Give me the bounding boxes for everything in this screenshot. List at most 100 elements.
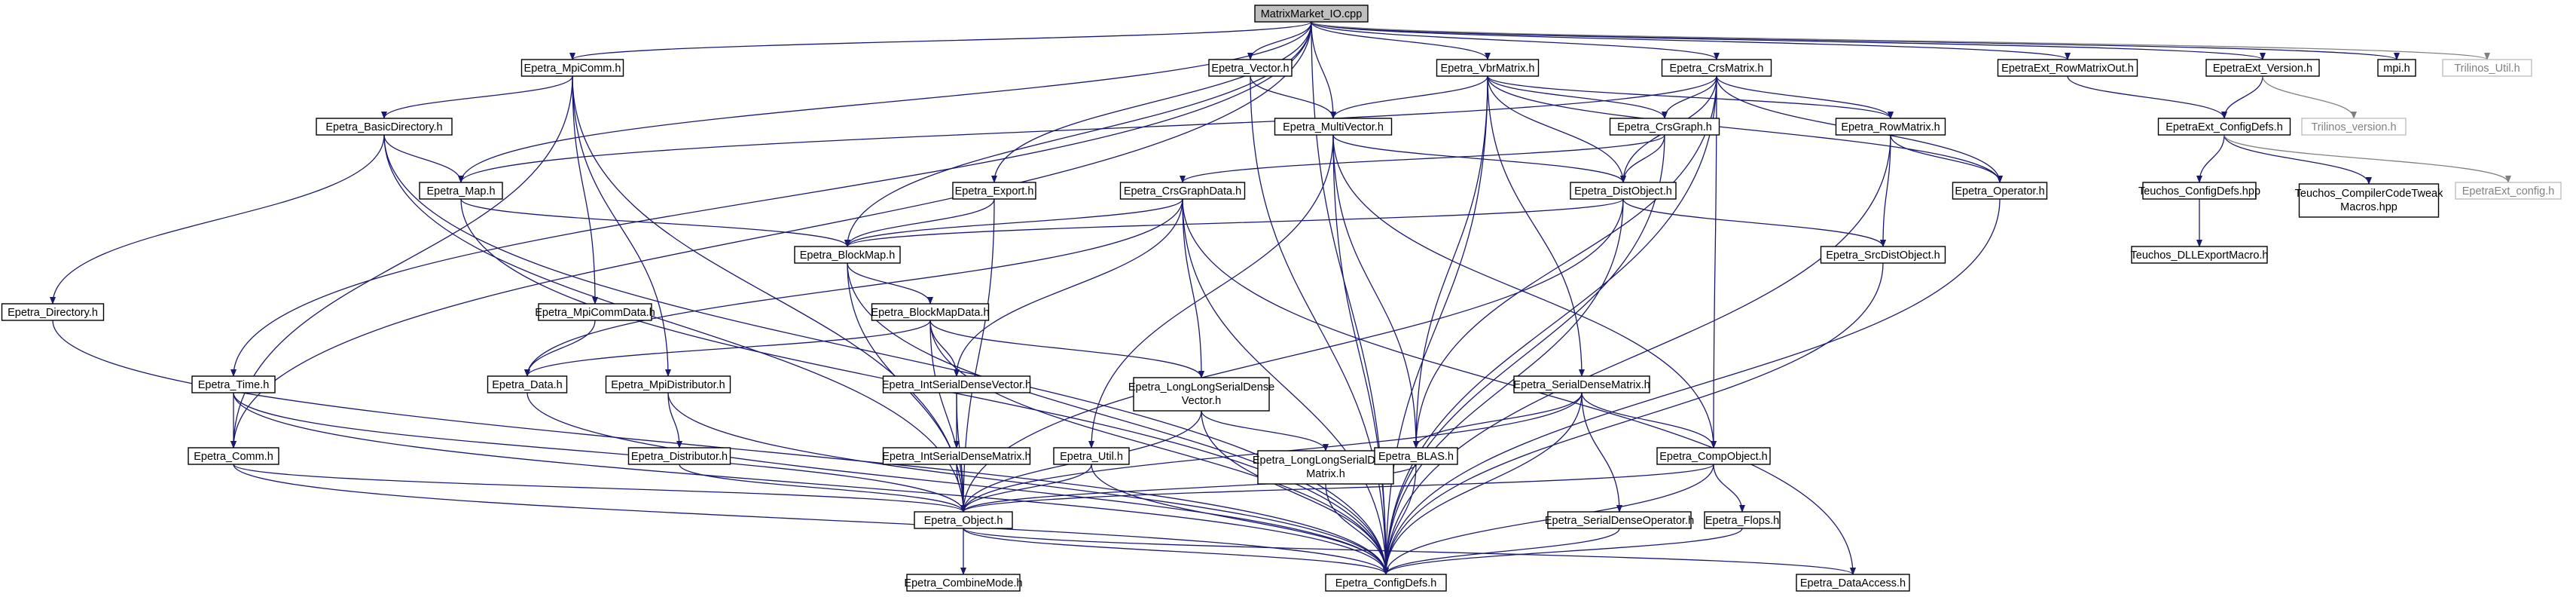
edge-blas-to-cfg — [1383, 464, 1417, 575]
node-cmode[interactable]: Epetra_CombineMode.h — [904, 574, 1023, 592]
node-util[interactable]: Epetra_Util.h — [1053, 447, 1130, 465]
node-label: Epetra_MpiComm.h — [524, 63, 621, 75]
node-eecfg[interactable]: EpetraExt_ConfigDefs.h — [2157, 118, 2291, 136]
node-box — [2442, 59, 2532, 77]
node-root[interactable]: MatrixMarket_IO.cpp — [1254, 5, 1369, 23]
node-rowout[interactable]: EpetraExt_RowMatrixOut.h — [1997, 59, 2138, 77]
node-vbr[interactable]: Epetra_VbrMatrix.h — [1436, 59, 1540, 77]
node-box — [2131, 246, 2268, 264]
edge-root-to-export — [991, 21, 1312, 183]
edge-util-to-cfg — [1091, 464, 1389, 575]
node-flops[interactable]: Epetra_Flops.h — [1704, 511, 1781, 529]
node-bdir[interactable]: Epetra_BasicDirectory.h — [316, 118, 453, 136]
node-box — [191, 375, 276, 393]
node-label: Epetra_Directory.h — [8, 307, 98, 319]
edge-mpid-to-cfg — [667, 392, 1389, 575]
edge-map-to-bmap — [460, 198, 850, 247]
node-crsm[interactable]: Epetra_CrsMatrix.h — [1661, 59, 1772, 77]
node-data[interactable]: Epetra_Data.h — [487, 375, 568, 393]
node-box — [1952, 182, 2048, 200]
node-oper[interactable]: Epetra_Operator.h — [1952, 182, 2048, 200]
node-blas[interactable]: Epetra_BLAS.h — [1374, 447, 1458, 465]
node-dacc[interactable]: Epetra_DataAccess.h — [1796, 574, 1910, 592]
node-label: Epetra_MultiVector.h — [1283, 121, 1384, 133]
edge-mv-to-cobj — [1332, 134, 1717, 449]
node-tdll[interactable]: Teuchos_DLLExportMacro.h — [2131, 246, 2269, 264]
node-rowm[interactable]: Epetra_RowMatrix.h — [1835, 118, 1946, 136]
edge-mv-to-dobj — [1332, 134, 1626, 183]
node-obj[interactable]: Epetra_Object.h — [914, 511, 1013, 529]
node-box — [2301, 118, 2407, 136]
node-mpid[interactable]: Epetra_MpiDistributor.h — [605, 375, 731, 393]
edge-rowm-to-cfg — [1383, 134, 1891, 575]
node-cfg[interactable]: Epetra_ConfigDefs.h — [1325, 574, 1447, 592]
node-mv[interactable]: Epetra_MultiVector.h — [1274, 118, 1393, 136]
edge-time-to-obj — [233, 392, 966, 513]
node-label: Epetra_SerialDenseOperator.h — [1545, 515, 1694, 527]
edge-time-to-cfg — [233, 392, 1389, 575]
edge-crsm-to-map — [458, 75, 1717, 183]
node-box — [2157, 118, 2291, 136]
node-dobj[interactable]: Epetra_DistObject.h — [1570, 182, 1677, 200]
edge-export-to-bmap — [844, 198, 995, 247]
edge-root-to-mv — [1311, 21, 1336, 119]
edge-root-to-map — [458, 21, 1312, 183]
node-map[interactable]: Epetra_Map.h — [419, 182, 503, 200]
edge-cgd-to-data — [524, 198, 1183, 377]
node-label: Epetra_Export.h — [955, 185, 1034, 197]
node-sdm[interactable]: Epetra_SerialDenseMatrix.h — [1513, 375, 1650, 393]
node-vector[interactable]: Epetra_Vector.h — [1208, 59, 1293, 77]
node-dist[interactable]: Epetra_Distributor.h — [627, 447, 731, 465]
node-sdo[interactable]: Epetra_SerialDenseOperator.h — [1545, 511, 1694, 529]
edge-root-to-mpicomm — [569, 21, 1312, 60]
node-cobj[interactable]: Epetra_CompObject.h — [1656, 447, 1771, 465]
include-edges — [50, 21, 2511, 575]
node-tcfg[interactable]: Teuchos_ConfigDefs.hpp — [2138, 182, 2260, 200]
node-dir[interactable]: Epetra_Directory.h — [1, 303, 105, 321]
node-box — [2205, 59, 2320, 77]
node-mpih[interactable]: mpi.h — [2377, 59, 2416, 77]
node-time[interactable]: Epetra_Time.h — [191, 375, 276, 393]
node-box — [1570, 182, 1677, 200]
node-eever[interactable]: EpetraExt_Version.h — [2205, 59, 2320, 77]
edge-root-to-mpih — [1311, 21, 2400, 60]
node-isdm[interactable]: Epetra_IntSerialDenseMatrix.h — [882, 447, 1031, 465]
edge-flops-to-cfg — [1383, 528, 1743, 575]
node-box — [605, 375, 731, 393]
edge-eecfg-to-tcfg — [2196, 134, 2225, 183]
node-comm[interactable]: Epetra_Comm.h — [188, 447, 279, 465]
node-box — [1325, 574, 1447, 592]
edge-data-to-cfg — [526, 392, 1389, 575]
edge-root-to-eever — [1311, 21, 2266, 60]
node-isdv[interactable]: Epetra_IntSerialDenseVector.h — [882, 375, 1031, 393]
node-box — [1704, 511, 1781, 529]
edge-vector-to-mv — [1250, 75, 1336, 119]
node-bmd[interactable]: Epetra_BlockMapData.h — [871, 303, 990, 321]
node-bmap[interactable]: Epetra_BlockMap.h — [794, 246, 901, 264]
node-box — [1133, 377, 1270, 412]
node-mpicomm[interactable]: Epetra_MpiComm.h — [520, 59, 624, 77]
edge-rowm-to-srcd — [1880, 134, 1891, 247]
node-crsg[interactable]: Epetra_CrsGraph.h — [1609, 118, 1720, 136]
node-label: Trilinos_version.h — [2311, 121, 2396, 133]
node-box — [952, 182, 1036, 200]
node-cgd[interactable]: Epetra_CrsGraphData.h — [1119, 182, 1246, 200]
node-label: Epetra_MpiDistributor.h — [611, 379, 725, 391]
node-srcd[interactable]: Epetra_SrcDistObject.h — [1820, 246, 1946, 264]
edge-comm-to-cfg — [233, 464, 1389, 575]
node-box — [1, 303, 105, 321]
edge-mv-to-blas — [1332, 134, 1419, 449]
edge-eecfg-to-tcct — [2223, 134, 2372, 185]
node-mcd[interactable]: Epetra_MpiCommData.h — [535, 303, 655, 321]
node-label: Epetra_SerialDenseMatrix.h — [1513, 379, 1650, 391]
node-box — [1374, 447, 1458, 465]
node-trilver: Trilinos_version.h — [2301, 118, 2407, 136]
node-box — [487, 375, 568, 393]
node-export[interactable]: Epetra_Export.h — [952, 182, 1036, 200]
edge-mpid-to-dist — [667, 392, 682, 449]
node-box — [1796, 574, 1910, 592]
